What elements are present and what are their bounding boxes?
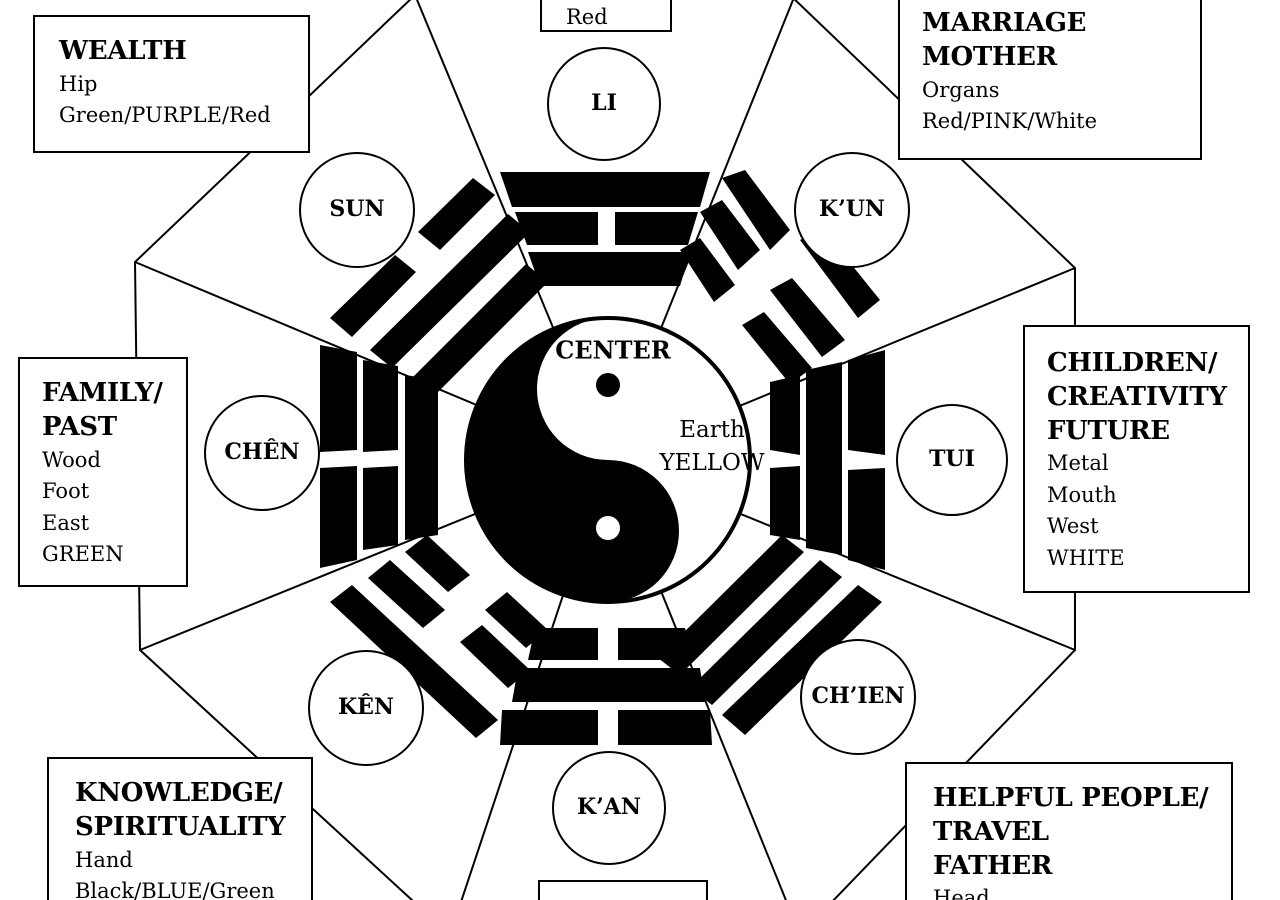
box-top-partial: Red [540,0,672,32]
children-body-part: Mouth [1047,482,1117,507]
helpful-body-part: Head [933,886,990,900]
creativity-title: CREATIVITY [1047,381,1227,412]
marriage-colors: Red/PINK/White [922,109,1098,134]
center-title: CENTER [555,336,671,365]
helpful-people-title: HELPFUL PEOPLE/ [933,783,1209,813]
knowledge-colors: Black/BLUE/Green [75,879,275,900]
family-direction: East [42,510,90,535]
trigram-label-sun: SUN [329,196,384,222]
family-title: FAMILY/ [42,378,163,408]
travel-title: TRAVEL [933,816,1049,847]
box-marriage: MARRIAGE MOTHER Organs Red/PINK/White [898,0,1202,160]
family-color: GREEN [42,542,124,567]
trigram-label-ken: KÊN [338,693,394,720]
marriage-title: MARRIAGE [922,8,1087,38]
trigram-label-kun: K’UN [819,196,885,222]
knowledge-body-part: Hand [75,847,133,872]
box-children: CHILDREN/ CREATIVITY FUTURE Metal Mouth … [1023,325,1250,593]
children-color: WHITE [1047,545,1125,570]
trigram-label-kan: K’AN [577,794,641,820]
box-wealth: WEALTH Hip Green/PURPLE/Red [33,15,310,153]
mother-title: MOTHER [922,41,1057,72]
center-color: YELLOW [658,450,764,476]
wealth-colors: Green/PURPLE/Red [59,103,271,128]
children-title: CHILDREN/ [1047,348,1218,378]
trigram-label-li: LI [591,90,617,116]
trigram-label-chien: CH’IEN [811,683,904,709]
yin-yang-symbol [464,316,752,604]
box-family: FAMILY/ PAST Wood Foot East GREEN [18,357,188,587]
spirituality-title: SPIRITUALITY [75,811,286,842]
box-bottom-partial [538,880,708,900]
knowledge-title: KNOWLEDGE/ [75,778,283,808]
father-title: FATHER [933,850,1053,881]
trigram-bars [320,170,885,745]
trigram-label-tui: TUI [929,446,975,472]
box-helpful-people: HELPFUL PEOPLE/ TRAVEL FATHER Head [905,762,1233,900]
trigram-circles [204,47,1008,865]
top-box-color: Red [566,5,608,29]
trigram-label-chen: CHÊN [224,438,299,465]
family-element: Wood [42,447,101,472]
center-element: Earth [679,417,745,443]
wealth-body-part: Hip [59,71,98,96]
children-element: Metal [1047,451,1109,476]
marriage-body-part: Organs [922,77,1000,102]
family-body-part: Foot [42,479,90,504]
future-title: FUTURE [1047,415,1170,446]
past-title: PAST [42,411,117,442]
box-knowledge: KNOWLEDGE/ SPIRITUALITY Hand Black/BLUE/… [47,757,313,900]
wealth-title: WEALTH [59,36,187,66]
children-direction: West [1047,514,1099,539]
